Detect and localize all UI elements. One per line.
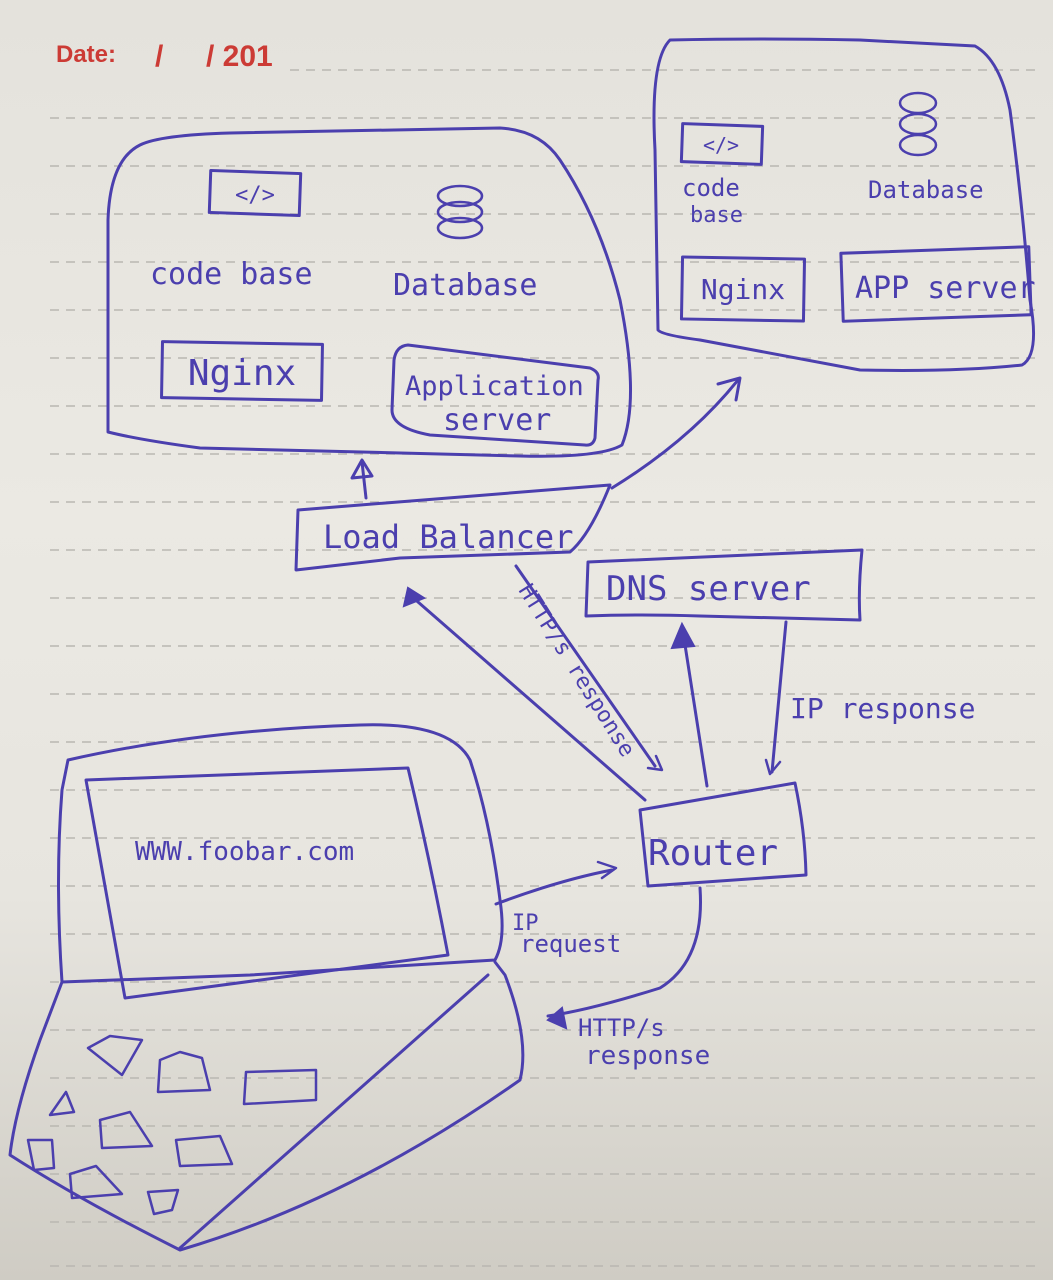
server-2-nginx-label: Nginx	[701, 273, 785, 306]
server-2-app-label: APP server	[855, 271, 1036, 306]
code-icon	[207, 168, 303, 218]
arrow-icon	[610, 376, 742, 490]
code-icon	[679, 122, 765, 166]
arrow-icon	[494, 860, 618, 906]
server-1-app-line1: Application	[405, 371, 584, 402]
server-1-nginx-label: Nginx	[188, 353, 296, 394]
laptop-screen	[84, 766, 450, 1000]
server-2-box	[652, 37, 1036, 372]
keyboard-keys	[26, 1034, 318, 1216]
arrow-icon	[402, 564, 664, 802]
server-2-app-box	[839, 245, 1033, 323]
arrow-icon	[546, 886, 702, 1030]
server-1-box	[106, 126, 633, 458]
arrow-icon	[350, 458, 374, 500]
load-balancer-label: Load Balancer	[323, 518, 573, 556]
server-1-database-label: Database	[393, 268, 538, 303]
ruled-lines	[50, 69, 1040, 1267]
date-slash: /	[155, 40, 164, 73]
server-2-codebase-line1: code	[682, 174, 740, 202]
server-1-app-server-box	[390, 343, 600, 447]
server-2-database-label: Database	[868, 176, 984, 204]
server-2-code-icon-text: </>	[703, 133, 739, 157]
https-response-line1: HTTP/s	[578, 1014, 665, 1042]
database-icon	[436, 184, 484, 240]
laptop-lid	[57, 723, 504, 984]
database-icon	[898, 91, 938, 157]
server-1-codebase-label: code base	[150, 257, 313, 292]
arrow-icon	[670, 621, 709, 788]
server-2-nginx-box	[679, 255, 807, 323]
laptop-base	[8, 960, 525, 1252]
dns-server-label: DNS server	[606, 569, 811, 609]
ip-request-line1: IP	[512, 911, 539, 936]
router-box	[638, 781, 808, 888]
date-label: Date:	[56, 41, 116, 68]
server-2-codebase-line2: base	[690, 203, 743, 228]
server-1-nginx-box	[160, 340, 324, 402]
server-1-code-icon-text: </>	[235, 183, 275, 208]
load-balancer-box	[294, 483, 612, 572]
server-1-app-line2: server	[443, 403, 551, 438]
arrow-icon	[764, 620, 788, 776]
date-year: / 201	[206, 40, 273, 73]
router-label: Router	[648, 833, 778, 874]
laptop-base-edge	[178, 973, 490, 1250]
dns-server-box	[584, 548, 864, 622]
ip-response-label: IP response	[790, 692, 975, 725]
laptop-screen-url: WWW.foobar.com	[135, 837, 354, 867]
https-response-line2: response	[585, 1041, 710, 1071]
ip-request-line2: request	[520, 930, 621, 958]
